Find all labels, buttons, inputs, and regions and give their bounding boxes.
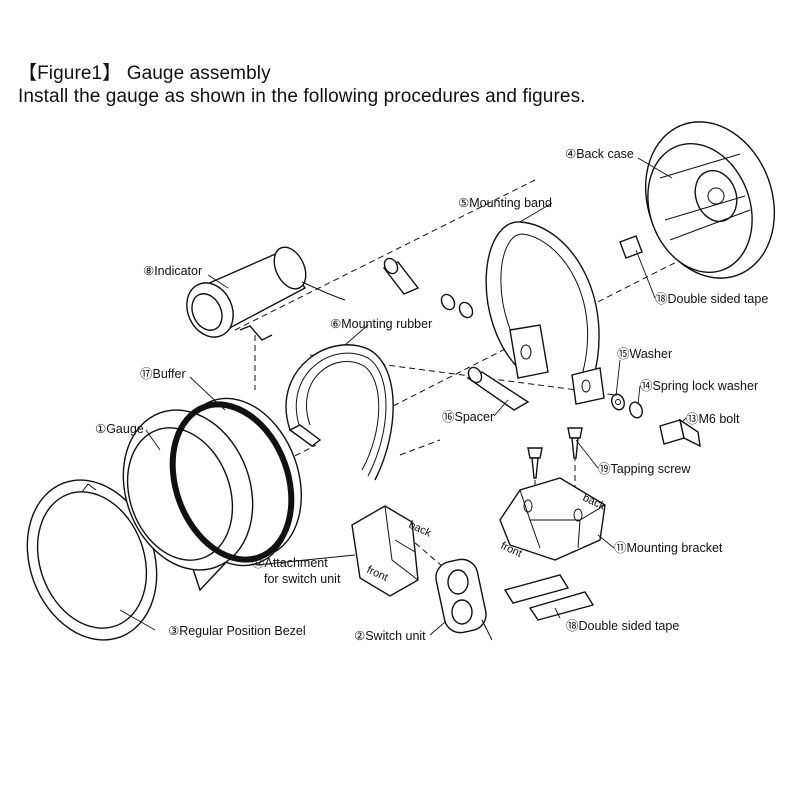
- label-m6-bolt: ⑬M6 bolt: [686, 412, 740, 426]
- label-attachment-line1: ⑫Attachment: [252, 556, 328, 570]
- upper-bolt-and-washers: [382, 257, 474, 319]
- label-mounting-bracket: ⑪Mounting bracket: [614, 541, 723, 555]
- buffer: [169, 401, 295, 563]
- label-tapping-screw: ⑲Tapping screw: [598, 462, 691, 476]
- double-sided-tape-bottom: [503, 574, 595, 621]
- mounting-rubber: [285, 344, 394, 481]
- label-regular-position-bezel: ③Regular Position Bezel: [168, 624, 306, 638]
- indicator: [186, 246, 346, 341]
- label-indicator: ⑧Indicator: [143, 264, 202, 278]
- m6-bolt: [659, 418, 701, 448]
- label-spacer: ⑯Spacer: [442, 410, 494, 424]
- label-double-sided-tape-top: ⑱Double sided tape: [655, 292, 768, 306]
- double-sided-tape-top: [619, 235, 643, 259]
- label-buffer: ⑰Buffer: [140, 367, 186, 381]
- attachment-for-switch-unit: [351, 505, 419, 597]
- mounting-band: [485, 221, 605, 405]
- back-case: [644, 121, 776, 279]
- figure-title: 【Figure1】 Gauge assembly: [18, 63, 271, 84]
- label-switch-unit: ②Switch unit: [354, 629, 426, 643]
- label-spring-lock-washer: ⑭Spring lock washer: [640, 379, 758, 393]
- label-washer: ⑮Washer: [617, 347, 672, 361]
- label-mounting-rubber: ⑥Mounting rubber: [330, 317, 432, 331]
- mounting-bracket: [499, 477, 606, 561]
- spacer: [466, 366, 530, 411]
- washer: [611, 393, 625, 411]
- spring-lock-washer: [629, 401, 643, 419]
- label-attachment-line2: for switch unit: [264, 572, 341, 586]
- figure-subtitle: Install the gauge as shown in the follow…: [18, 86, 586, 107]
- label-gauge: ①Gauge: [95, 422, 144, 436]
- label-mounting-band: ⑤Mounting band: [458, 196, 552, 210]
- tapping-screws: [527, 427, 583, 479]
- label-double-sided-tape-bottom: ⑱Double sided tape: [566, 619, 679, 633]
- switch-unit: [435, 558, 493, 641]
- gauge: [122, 397, 302, 592]
- label-back-case: ④Back case: [565, 147, 634, 161]
- bezel: [26, 479, 158, 641]
- leader-lines: [119, 157, 687, 636]
